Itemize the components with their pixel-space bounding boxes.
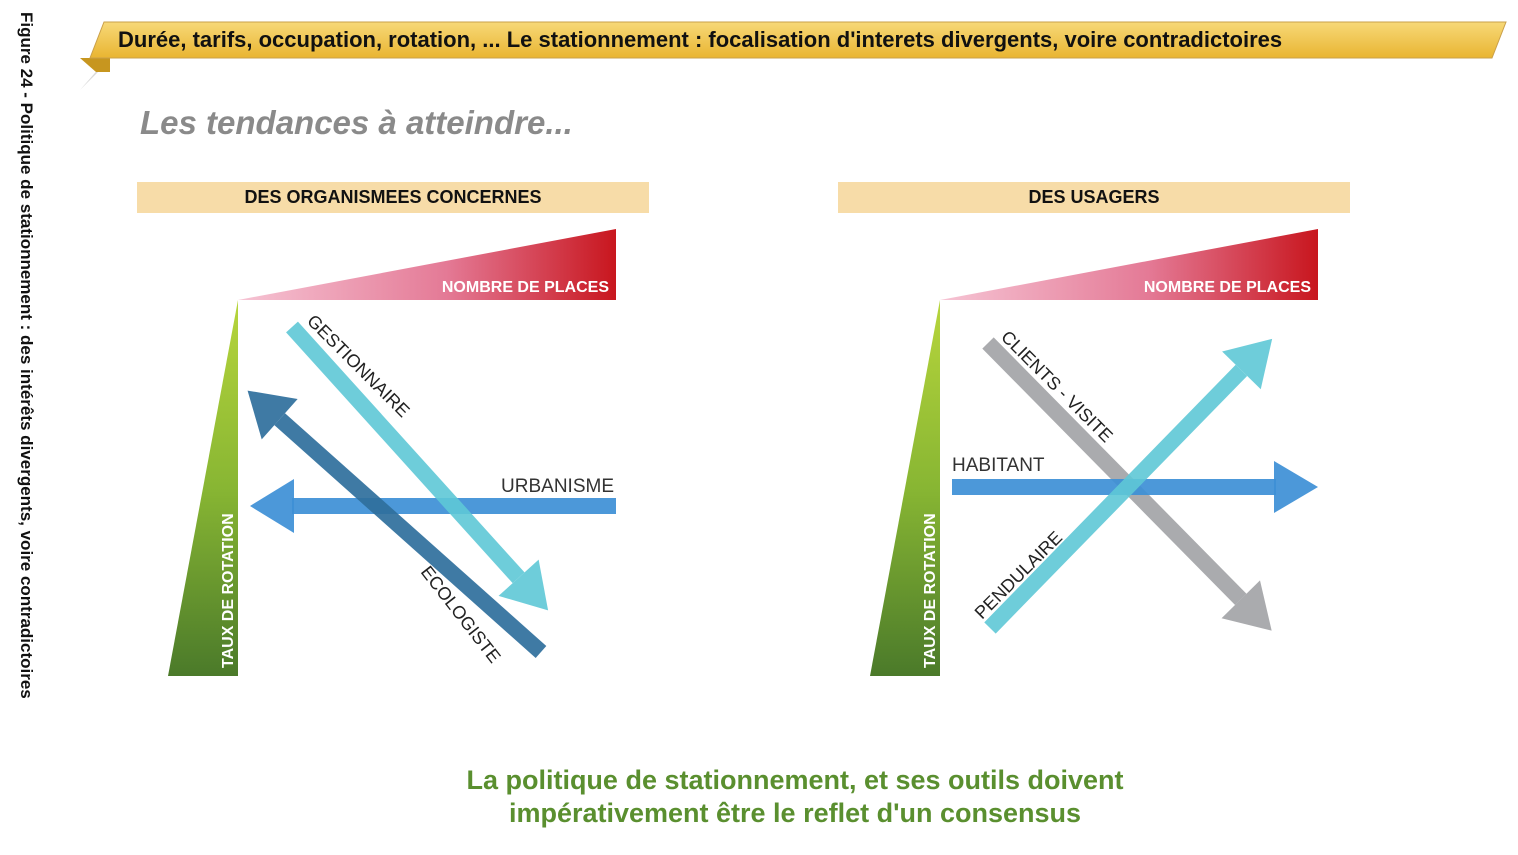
right-places-label: NOMBRE DE PLACES xyxy=(1144,279,1311,296)
right-places-wedge xyxy=(940,229,1318,300)
left-places-wedge xyxy=(238,229,616,300)
habitant-arrow xyxy=(952,461,1318,513)
consensus-line-2: impérativement être le reflet d'un conse… xyxy=(508,798,1082,828)
clients-visite-label: CLIENTS - VISITE xyxy=(997,327,1117,447)
right-rotation-label: TAUX DE ROTATION xyxy=(922,513,939,668)
consensus-message: La politique de stationnement, et ses ou… xyxy=(0,764,1518,830)
subtitle: Les tendances à atteindre... xyxy=(140,104,573,141)
left-places-label: NOMBRE DE PLACES xyxy=(442,279,609,296)
right-diagram: NOMBRE DE PLACES TAUX DE ROTATION CLIENT… xyxy=(870,229,1318,676)
left-rotation-label: TAUX DE ROTATION xyxy=(220,513,237,668)
banner-fold xyxy=(80,58,110,72)
right-panel-heading: DES USAGERS xyxy=(838,182,1350,213)
left-panel-heading: DES ORGANISMEES CONCERNES xyxy=(137,182,649,213)
banner-ribbon xyxy=(89,21,1507,59)
gestionnaire-arrow xyxy=(286,321,549,611)
ecologiste-arrow xyxy=(247,390,547,658)
right-rotation-wedge xyxy=(870,300,940,676)
urbanisme-label: URBANISME xyxy=(501,476,614,497)
clients-visite-arrow xyxy=(982,337,1272,631)
title-banner: Durée, tarifs, occupation, rotation, ...… xyxy=(0,0,1518,100)
consensus-line-1: La politique de stationnement, et ses ou… xyxy=(466,765,1124,795)
habitant-label: HABITANT xyxy=(952,455,1045,476)
left-rotation-wedge xyxy=(168,300,238,676)
banner-title: Durée, tarifs, occupation, rotation, ...… xyxy=(118,27,1283,52)
banner-shape xyxy=(80,21,1507,90)
left-diagram: NOMBRE DE PLACES TAUX DE ROTATION URBANI… xyxy=(168,229,616,676)
pendulaire-arrow xyxy=(984,338,1273,634)
